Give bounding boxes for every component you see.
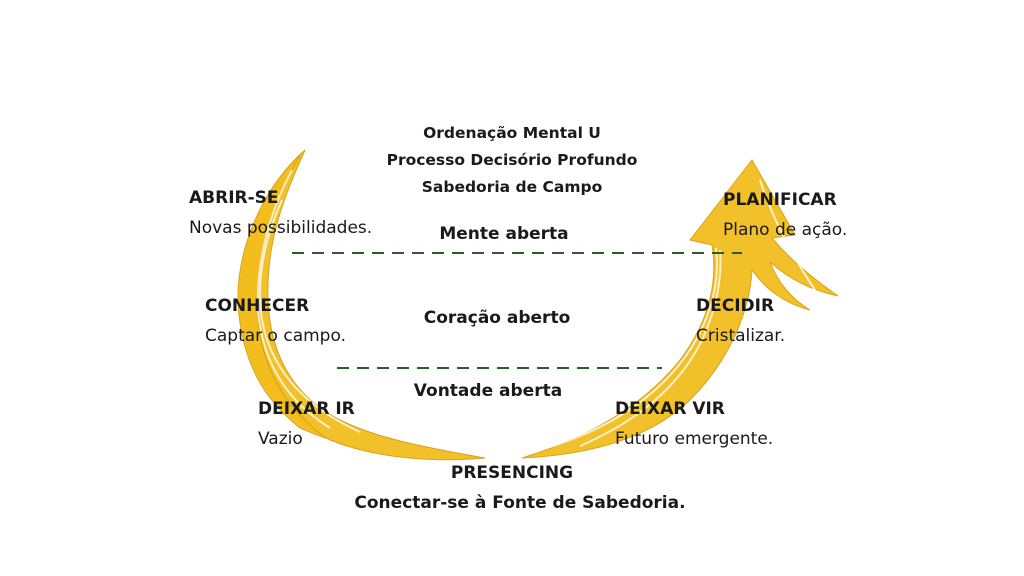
title-line-3: Sabedoria de Campo: [421, 178, 603, 196]
presencing-label: PRESENCING: [450, 463, 574, 483]
decidir-heading: DECIDIR: [696, 296, 775, 316]
planificar-heading: PLANIFICAR: [723, 190, 837, 210]
conectar-label: Conectar-se à Fonte de Sabedoria.: [354, 493, 686, 513]
title-line-1: Ordenação Mental U: [423, 124, 601, 142]
decidir-subtext: Cristalizar.: [696, 326, 786, 346]
left-descending-arrow: [237, 149, 486, 461]
coracao-aberto-label: Coração aberto: [423, 308, 571, 328]
planificar-subtext: Plano de ação.: [723, 220, 848, 240]
deixar-vir-subtext: Futuro emergente.: [615, 429, 774, 449]
abrir-se-heading: ABRIR-SE: [189, 188, 279, 208]
deixar-ir-subtext: Vazio: [258, 429, 303, 449]
conhecer-heading: CONHECER: [205, 296, 310, 316]
abrir-se-subtext: Novas possibilidades.: [189, 218, 373, 238]
deixar-ir-heading: DEIXAR IR: [258, 399, 355, 419]
right-ascending-arrow: [521, 159, 839, 459]
deixar-vir-heading: DEIXAR VIR: [615, 399, 725, 419]
vontade-aberta-label: Vontade aberta: [413, 381, 563, 401]
conhecer-subtext: Captar o campo.: [205, 326, 346, 346]
mente-aberta-label: Mente aberta: [439, 224, 569, 244]
title-line-2: Processo Decisório Profundo: [386, 151, 638, 169]
